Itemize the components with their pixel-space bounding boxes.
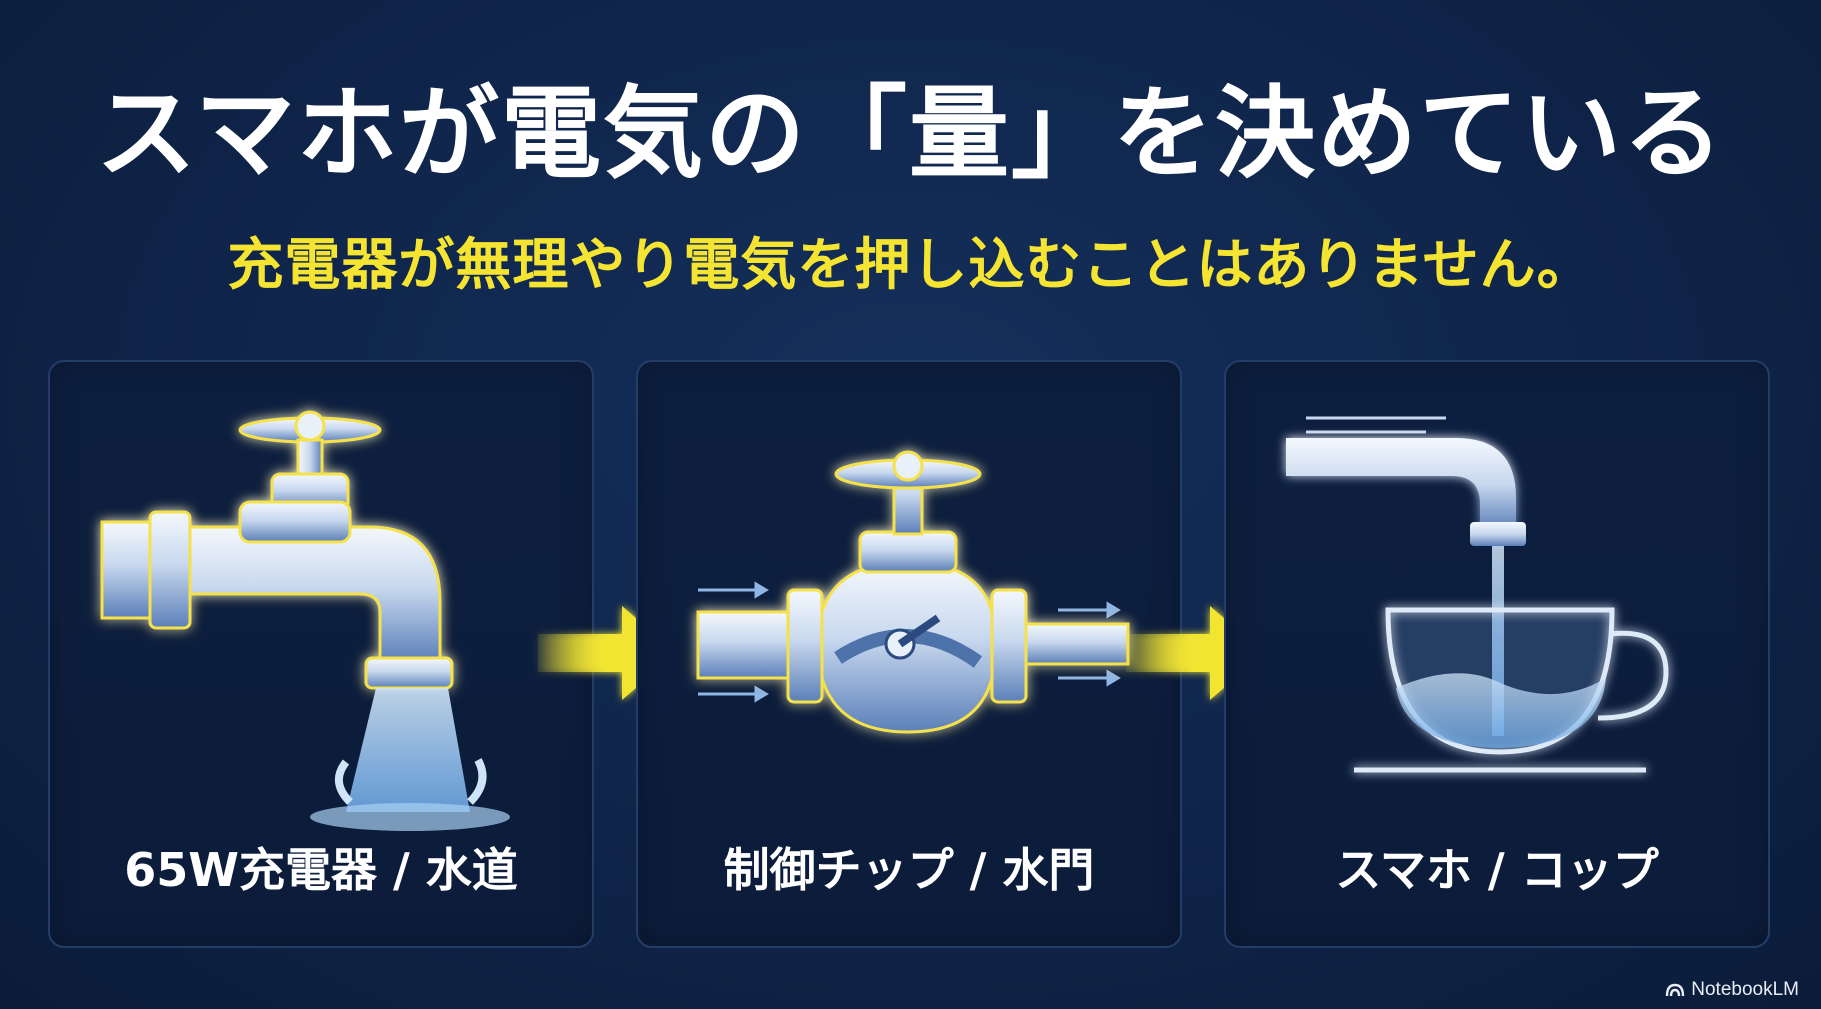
panel-cup-label: スマホ / コップ <box>1335 843 1659 897</box>
valve-icon <box>696 450 1130 734</box>
panel-cup: スマホ / コップ <box>1224 360 1770 948</box>
panel-valve-label: 制御チップ / 水門 <box>723 843 1095 897</box>
faucet-icon <box>100 410 510 831</box>
page-title: スマホが電気の「量」を決めている <box>96 75 1725 192</box>
panel-faucet: 65W充電器 / 水道 <box>48 360 594 948</box>
brand-name: NotebookLM <box>1691 979 1799 1000</box>
brand-watermark: NotebookLM <box>1665 979 1799 1001</box>
notebooklm-logo-icon <box>1666 983 1685 997</box>
panel-valve: 制御チップ / 水門 <box>636 360 1182 948</box>
panel-faucet-label: 65W充電器 / 水道 <box>124 843 518 897</box>
cup-icon <box>1286 416 1669 773</box>
page-subtitle: 充電器が無理やり電気を押し込むことはありません。 <box>227 233 1594 298</box>
